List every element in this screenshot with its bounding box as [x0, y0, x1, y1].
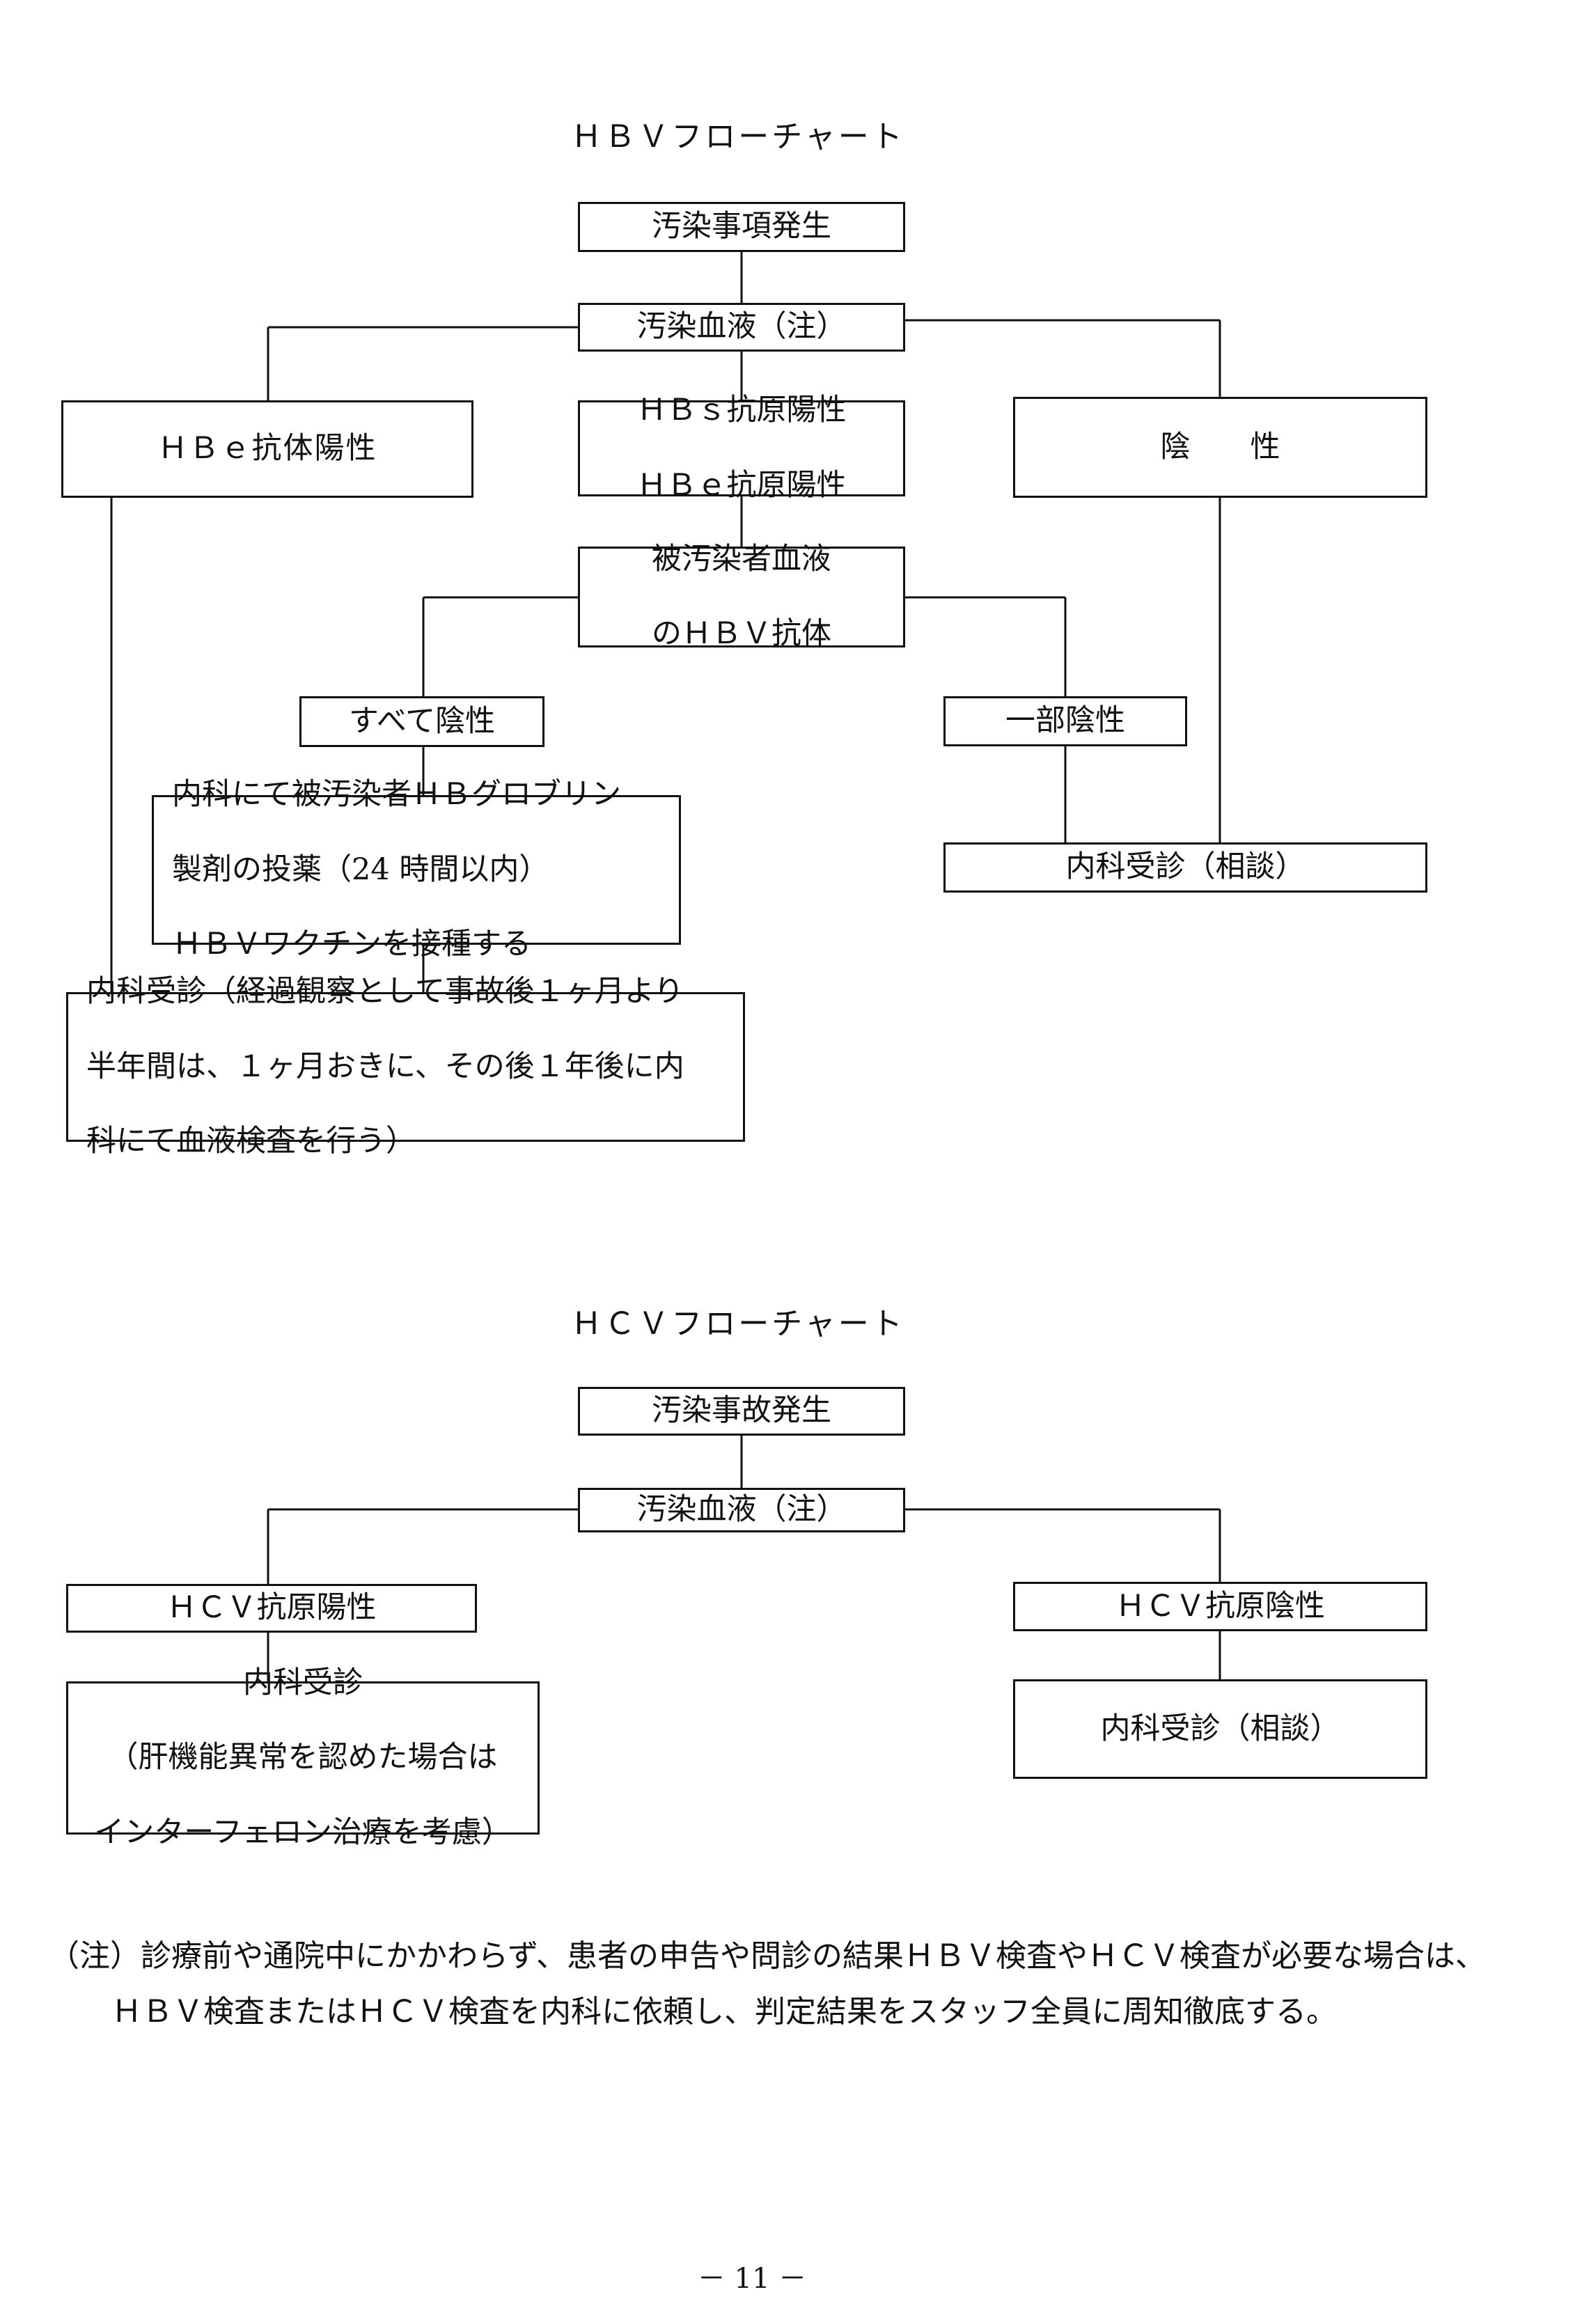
hbv-treatment-line2: 製剤の投薬（24 時間以内）: [172, 851, 549, 887]
hcv-blood-box: 汚染血液（注）: [578, 1488, 905, 1532]
hcv-pos-action-line3: インターフェロン治療を考慮）: [94, 1814, 512, 1850]
hbv-victim-antibody-box: 被汚染者血液 のＨＢＶ抗体: [578, 542, 905, 651]
hbv-treatment-line1: 内科にて被汚染者ＨＢグロブリン: [172, 777, 621, 812]
hbv-followup-line2: 半年間は、１ヶ月おきに、その後１年後に内: [86, 1049, 684, 1084]
hbv-all-negative-box: すべて陰性: [299, 696, 544, 747]
hbv-flowchart-title: ＨＢＶフローチャート: [571, 119, 905, 155]
footnote-line2: ＨＢＶ検査またはＨＣＶ検査を内科に依頼し、判定結果をスタッフ全員に周知徹底する。: [111, 1994, 1337, 2029]
hbv-treatment-line3: ＨＢＶワクチンを接種する: [172, 927, 531, 962]
hbv-hbs-line2: ＨＢｅ抗原陽性: [636, 467, 847, 503]
hcv-negative-action-box: 内科受診（相談）: [1013, 1679, 1427, 1779]
page-number: － 11 －: [697, 2263, 807, 2295]
hbv-blood-box: 汚染血液（注）: [578, 303, 905, 352]
hcv-negative-box: ＨＣＶ抗原陰性: [1013, 1582, 1427, 1631]
hbv-followup-line3: 科にて血液検査を行う）: [86, 1124, 416, 1159]
hcv-positive-box: ＨＣＶ抗原陽性: [66, 1584, 477, 1633]
hbv-victim-line2: のＨＢＶ抗体: [652, 616, 831, 652]
footnote-line1: （注）診療前や通院中にかかわらず、患者の申告や問診の結果ＨＢＶ検査やＨＣＶ検査が…: [49, 1938, 1487, 1974]
hbv-followup-box: 内科受診（経過観察として事故後１ヶ月より 半年間は、１ヶ月おきに、その後１年後に…: [66, 974, 745, 1159]
hbv-consult-box: 内科受診（相談）: [943, 842, 1427, 893]
hbv-hbs-positive-box: ＨＢｓ抗原陽性 ＨＢｅ抗原陽性: [578, 393, 905, 503]
hbv-hbe-antibody-box: ＨＢｅ抗体陽性: [61, 400, 473, 498]
footnote: （注）診療前や通院中にかかわらず、患者の申告や問診の結果ＨＢＶ検査やＨＣＶ検査が…: [49, 1929, 1511, 2040]
hbv-hbs-line1: ＨＢｓ抗原陽性: [636, 393, 847, 428]
hbv-partial-negative-box: 一部陰性: [943, 696, 1187, 746]
hcv-pos-action-line1: 内科受診: [242, 1665, 363, 1700]
hcv-flowchart-title: ＨＣＶフローチャート: [571, 1306, 905, 1342]
hcv-event-box: 汚染事故発生: [578, 1387, 905, 1436]
hcv-pos-action-line2: （肝機能異常を認めた場合は: [108, 1740, 498, 1775]
hbv-followup-line1: 内科受診（経過観察として事故後１ヶ月より: [86, 974, 684, 1010]
hbv-victim-line1: 被汚染者血液: [652, 541, 831, 576]
hbv-event-box: 汚染事項発生: [578, 202, 905, 252]
hbv-treatment-box: 内科にて被汚染者ＨＢグロブリン 製剤の投薬（24 時間以内） ＨＢＶワクチンを接…: [152, 777, 681, 961]
hcv-positive-action-box: 内科受診 （肝機能異常を認めた場合は インターフェロン治療を考慮）: [66, 1665, 540, 1850]
hbv-negative-box: 陰 性: [1013, 397, 1427, 498]
